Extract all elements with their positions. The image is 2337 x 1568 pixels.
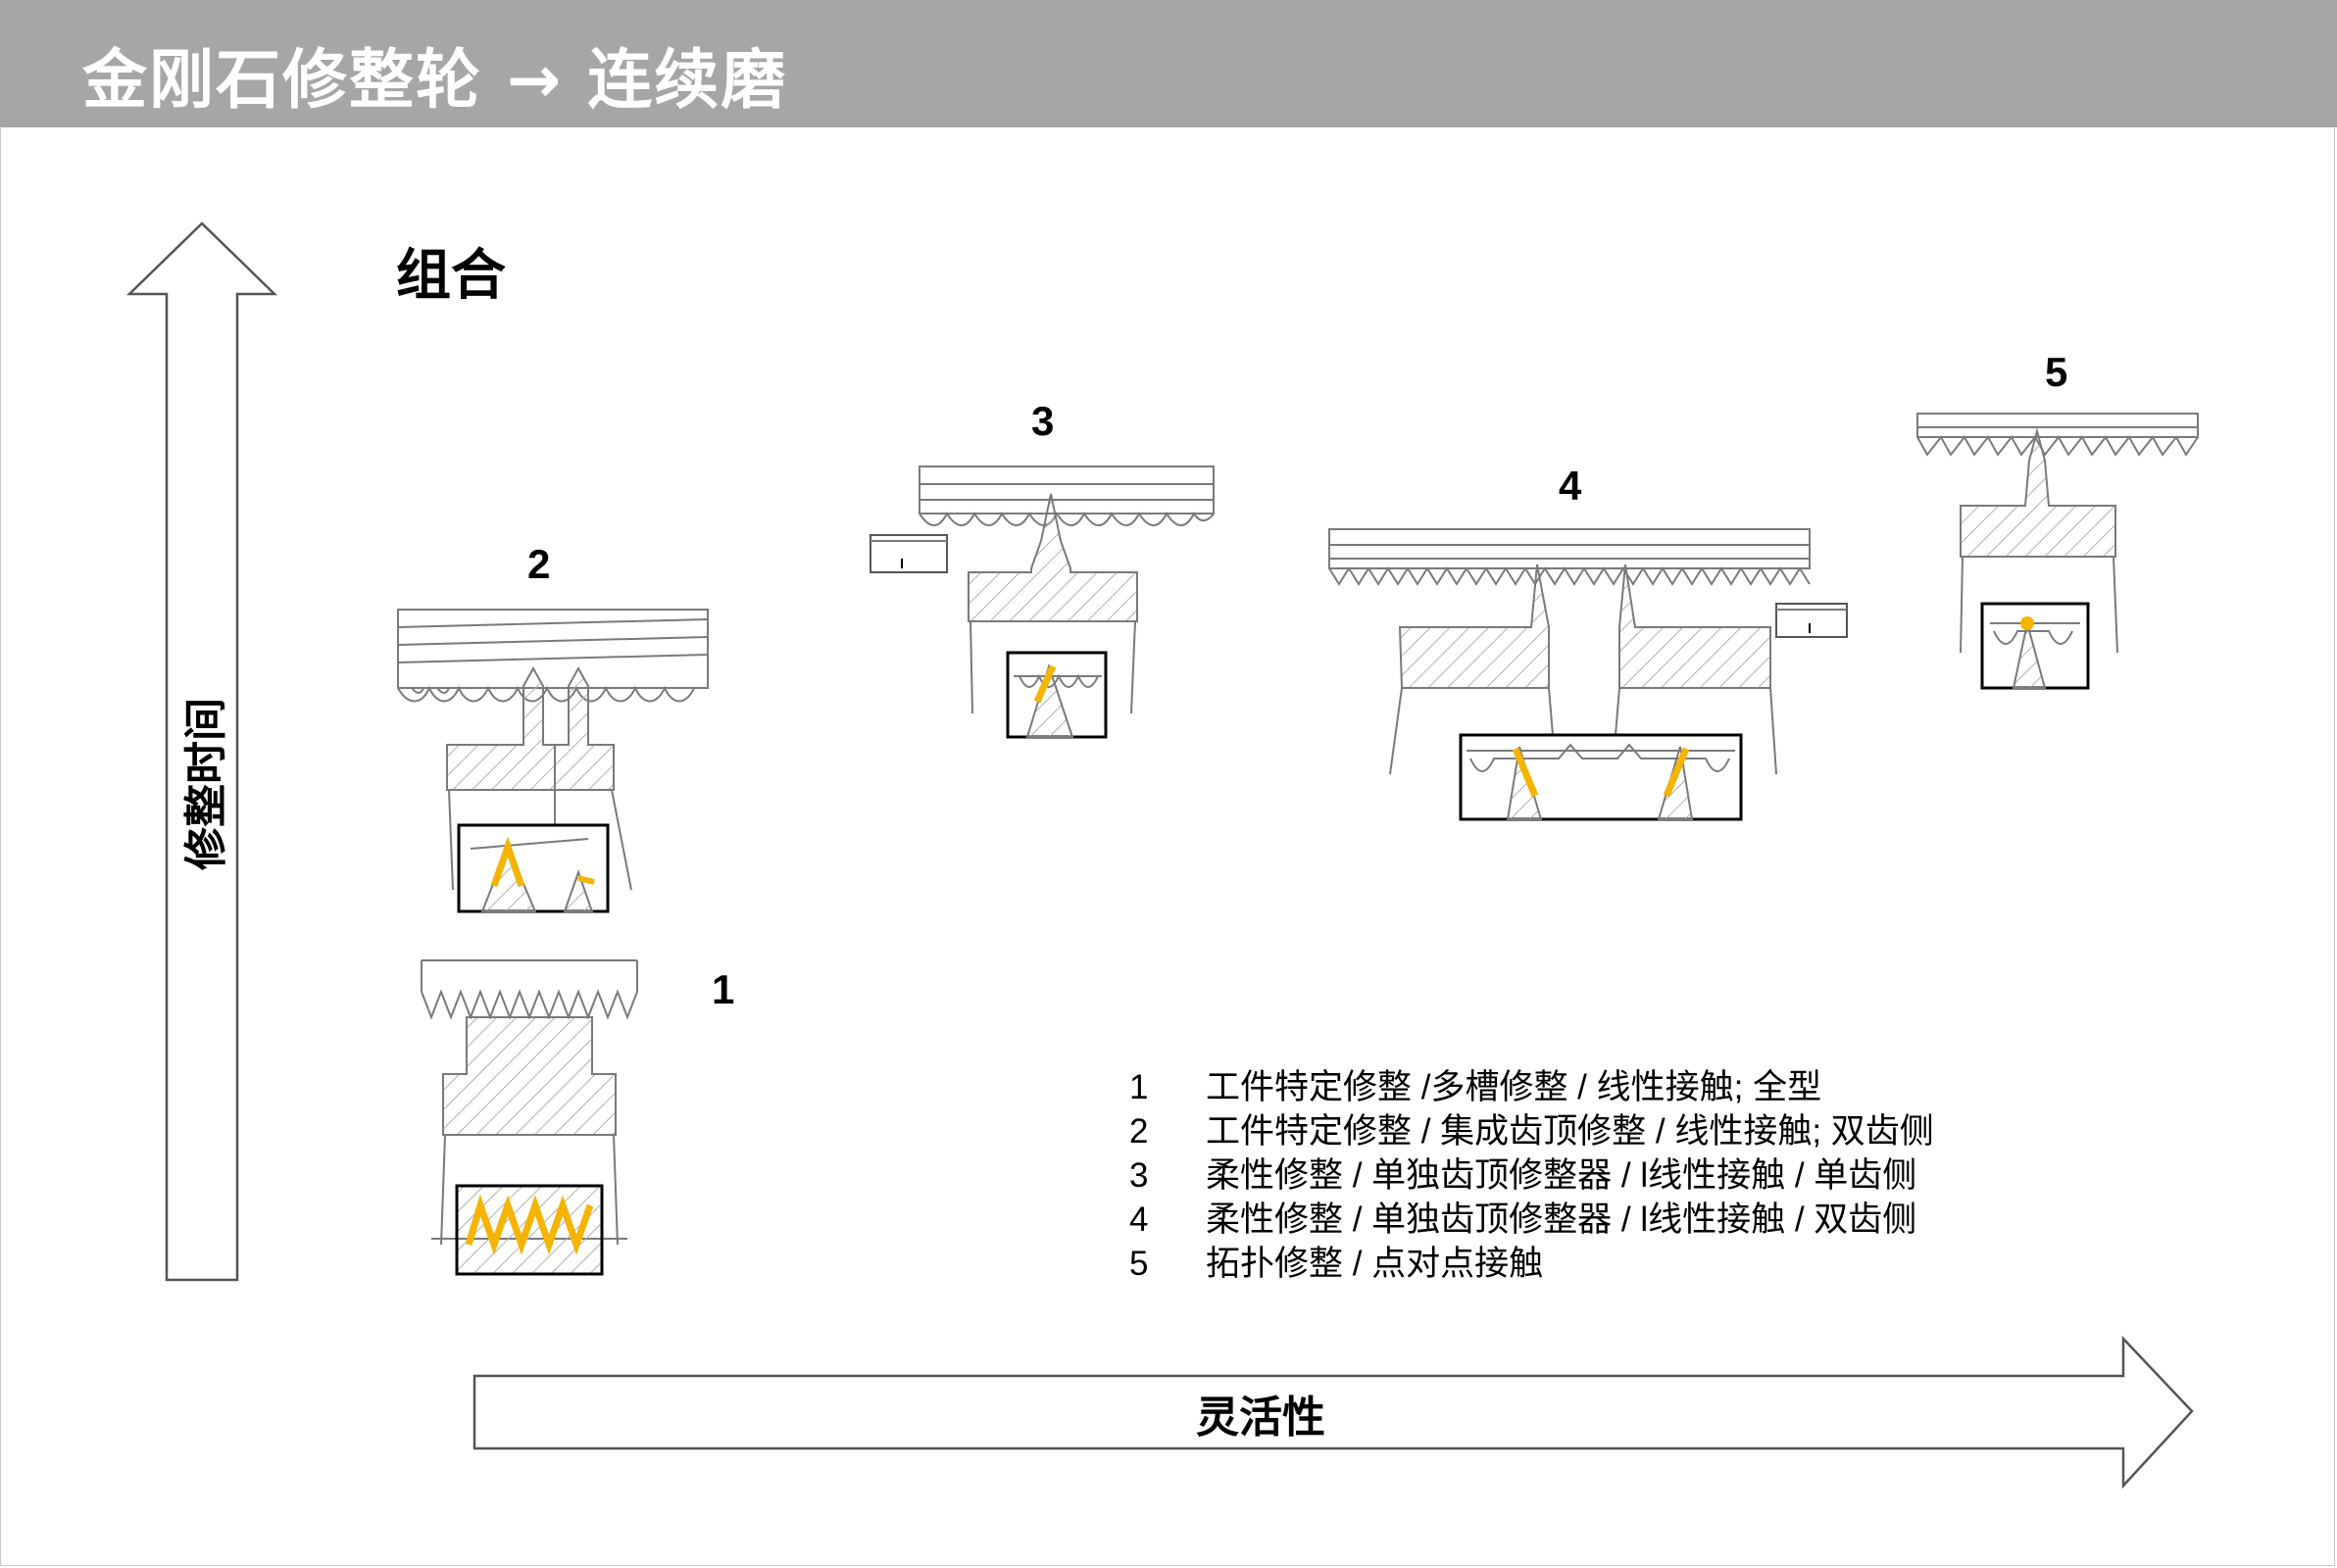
legend-item-text: 工件特定修整 /多槽修整 / 线性接触; 全型 (1206, 1068, 1822, 1106)
legend-item-text: 柔性修整 / 单独齿顶修整器 / l线性接触 / 单齿侧 (1206, 1156, 1917, 1195)
horizontal-axis-label: 灵活性 (1196, 1393, 1325, 1443)
horizontal-axis-arrow (472, 1335, 2194, 1490)
slide-title: 金刚石修整轮 → 连续磨 (82, 42, 788, 118)
vertical-axis-arrow (125, 221, 278, 1282)
legend-item: 2 工件特定修整 / 集成齿顶修整 / 线性接触; 双齿侧 (1129, 1109, 1934, 1153)
section-title: 组合 (396, 244, 506, 308)
legend-item-text: 拓扑修整 / 点对点接触 (1206, 1245, 1544, 1283)
legend-item: 1 工件特定修整 /多槽修整 / 线性接触; 全型 (1129, 1065, 1934, 1109)
legend: 1 工件特定修整 /多槽修整 / 线性接触; 全型 2 工件特定修整 / 集成齿… (1129, 1065, 1934, 1286)
legend-item-number: 3 (1129, 1156, 1149, 1195)
legend-item: 3 柔性修整 / 单独齿顶修整器 / l线性接触 / 单齿侧 (1129, 1153, 1934, 1198)
legend-item: 4 柔性修整 / 单独齿顶修整器 / l线性接触 / 双齿侧 (1129, 1198, 1934, 1242)
legend-item-text: 柔性修整 / 单独齿顶修整器 / l线性接触 / 双齿侧 (1206, 1200, 1917, 1239)
variant-2-number: 2 (527, 541, 551, 587)
legend-item-number: 4 (1129, 1200, 1149, 1239)
vertical-axis-label-box: 修整时间 (163, 676, 241, 892)
variant-3-illustration (870, 466, 1215, 739)
variant-4-number: 4 (1559, 463, 1582, 509)
title-bar: 金刚石修整轮 → 连续磨 (0, 0, 2337, 127)
vertical-axis-label: 修整时间 (181, 698, 231, 870)
variant-4-illustration (1328, 528, 1848, 821)
variant-5-number: 5 (2045, 349, 2068, 395)
variant-2-illustration (397, 609, 709, 913)
variant-3-number: 3 (1031, 398, 1055, 444)
variant-5-illustration (1916, 413, 2199, 690)
legend-item-number: 5 (1129, 1245, 1149, 1283)
variant-1-illustration (421, 959, 638, 1276)
legend-item-text: 工件特定修整 / 集成齿顶修整 / 线性接触; 双齿侧 (1206, 1112, 1934, 1151)
variant-1-number: 1 (712, 966, 735, 1012)
legend-item-number: 1 (1129, 1068, 1149, 1106)
legend-item: 5 拓扑修整 / 点对点接触 (1129, 1242, 1934, 1286)
legend-item-number: 2 (1129, 1112, 1149, 1151)
